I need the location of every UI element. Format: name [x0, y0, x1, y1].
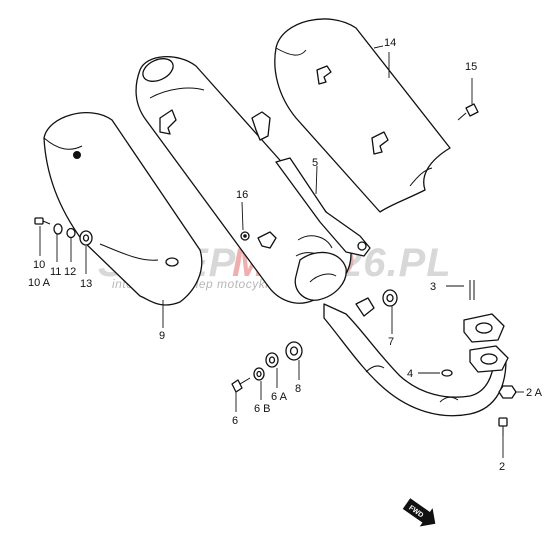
washer-part-11 [53, 223, 63, 235]
callout-4: 4 [407, 368, 413, 380]
callout-12: 12 [64, 266, 76, 278]
nut-part-12 [66, 227, 76, 239]
gasket-part-4 [441, 369, 453, 377]
callout-5: 5 [312, 157, 318, 169]
callout-7: 7 [388, 336, 394, 348]
leader-lines [39, 45, 524, 458]
callout-11: 11 [50, 266, 61, 278]
grommet-part-13 [79, 230, 93, 246]
callout-3: 3 [430, 281, 436, 293]
washer-part-6a [265, 352, 279, 368]
grommet-part-7 [382, 289, 398, 307]
bolt-part-15 [457, 103, 479, 121]
bolt-part-2 [498, 417, 508, 436]
muffler [135, 55, 352, 304]
callout-9: 9 [159, 330, 165, 342]
callout-6b: 6 B [254, 403, 271, 415]
stud-part-3 [469, 280, 475, 300]
nut-part-2a [498, 385, 517, 399]
heat-shield-part-14 [274, 18, 451, 213]
bolt-part-16 [240, 231, 250, 241]
callout-8: 8 [295, 383, 301, 395]
callout-6: 6 [232, 415, 238, 427]
fwd-arrow-icon: FWD [402, 498, 436, 527]
washer-part-6b [253, 367, 265, 381]
muffler-protector-part-9 [43, 112, 203, 306]
callout-10a: 10 A [28, 277, 51, 289]
callout-13: 13 [80, 278, 92, 290]
muffler-stay-part-5 [275, 157, 371, 257]
callout-labels: 14 15 5 16 10 10 A 11 12 13 3 9 7 4 8 2 … [28, 37, 543, 473]
exhaust-flanges [463, 313, 509, 373]
callout-6a: 6 A [271, 391, 288, 403]
bush-part-8 [285, 341, 303, 361]
callout-2a: 2 A [526, 387, 543, 399]
callout-15: 15 [465, 61, 477, 73]
callout-10: 10 [33, 259, 45, 271]
callout-14: 14 [384, 37, 396, 49]
bolt-part-6 [231, 377, 251, 393]
bolt-part-10 [34, 217, 51, 225]
callout-16: 16 [236, 189, 248, 201]
callout-2: 2 [499, 461, 505, 473]
